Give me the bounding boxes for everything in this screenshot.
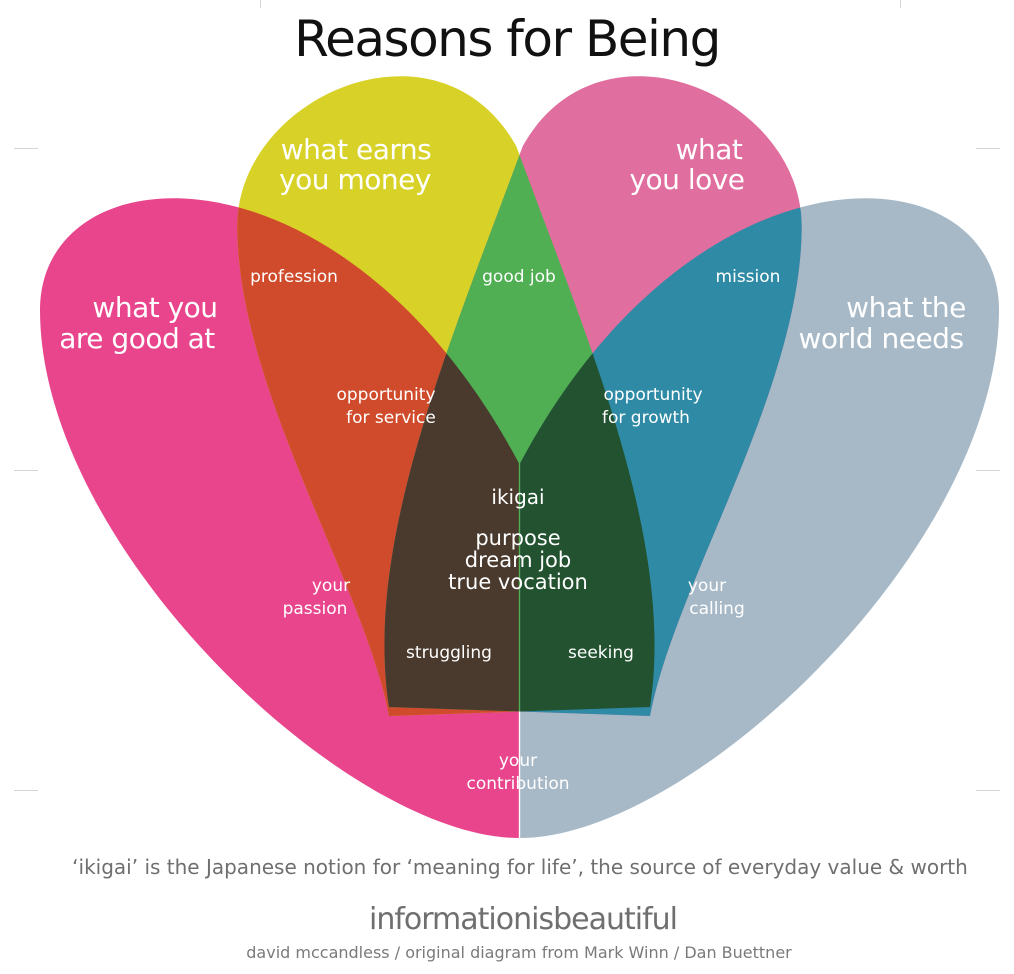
label-profession: profession (250, 267, 338, 287)
grid-tick (976, 790, 1000, 791)
label-opportunity-growth-line1: opportunity (603, 385, 702, 405)
label-love-line1: what (676, 133, 743, 166)
grid-tick (976, 148, 1000, 149)
label-struggling: struggling (406, 643, 492, 663)
credit-line: david mccandless / original diagram from… (246, 943, 792, 962)
tagline: ‘ikigai’ is the Japanese notion for ‘mea… (72, 855, 968, 879)
grid-tick (976, 470, 1000, 471)
grid-tick (14, 148, 38, 149)
label-good-job: good job (482, 267, 556, 287)
label-mission: mission (716, 267, 781, 287)
label-earns-money-line2: you money (279, 163, 431, 196)
region-opportunity-service (384, 198, 519, 716)
grid-tick (260, 0, 261, 8)
label-opportunity-service-line2: for service (346, 408, 436, 428)
label-your-passion-line2: passion (283, 599, 348, 619)
label-good-at-line1: what you (92, 291, 217, 324)
label-your-contribution-line1: your (499, 751, 537, 771)
grid-tick (14, 470, 38, 471)
label-your-passion-line1: your (312, 576, 350, 596)
grid-tick (14, 790, 38, 791)
label-center-line2: dream job (465, 548, 571, 572)
label-your-calling-line1: your (688, 576, 726, 596)
label-center-line3: true vocation (448, 570, 588, 594)
brand-logo-text: informationisbeautiful (368, 902, 678, 937)
label-good-at-line2: are good at (59, 322, 215, 355)
grid-tick (900, 0, 901, 8)
label-center-line1: purpose (475, 526, 560, 550)
page-title: Reasons for Being (294, 10, 721, 68)
label-opportunity-growth-line2: for growth (602, 408, 690, 428)
label-opportunity-service-line1: opportunity (336, 385, 435, 405)
label-world-needs-line1: what the (846, 291, 966, 324)
label-ikigai: ikigai (491, 485, 544, 509)
label-your-calling-line2: calling (689, 599, 745, 619)
label-seeking: seeking (568, 643, 634, 663)
label-your-contribution-line2: contribution (466, 774, 569, 794)
label-earns-money-line1: what earns (281, 133, 431, 166)
label-world-needs-line2: world needs (798, 322, 963, 355)
label-love-line2: you love (629, 163, 744, 196)
